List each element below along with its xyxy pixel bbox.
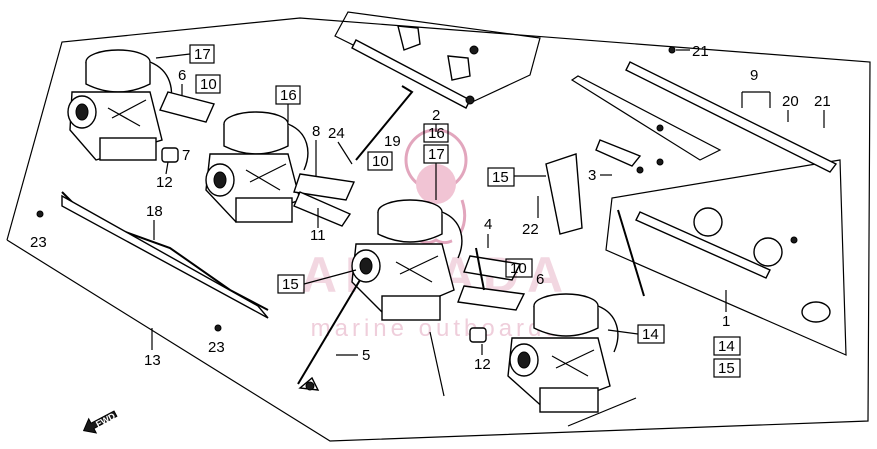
callout-21-b: 21 — [814, 93, 831, 110]
choke-link-panel — [570, 75, 722, 161]
callout-3: 3 — [588, 167, 596, 184]
callout-box — [423, 123, 449, 143]
carburetor-4 — [507, 293, 619, 413]
callout-5: 5 — [362, 347, 370, 364]
callout-11: 11 — [310, 227, 326, 244]
callout-12-a: 12 — [156, 174, 173, 191]
callout-14-a: 14 — [642, 326, 659, 343]
callout-12-b: 12 — [474, 356, 491, 373]
carburetor-1 — [67, 49, 173, 161]
callout-14-b: 14 — [718, 338, 735, 355]
callout-box — [195, 74, 221, 94]
callout-9: 9 — [750, 67, 758, 84]
callout-8: 8 — [312, 123, 320, 140]
callout-19: 19 — [384, 133, 401, 150]
callout-10-b: 10 — [372, 153, 389, 170]
callout-1: 1 — [722, 313, 730, 330]
callout-24: 24 — [328, 125, 345, 142]
callout-box — [367, 151, 393, 171]
fasteners — [305, 45, 798, 391]
callout-15-b: 15 — [282, 276, 299, 293]
callout-21-a: 21 — [692, 43, 709, 60]
callout-17-b: 17 — [428, 146, 445, 163]
callout-6-a: 6 — [178, 67, 186, 84]
callout-15-a: 15 — [492, 169, 509, 186]
callout-box — [487, 167, 515, 187]
callout-10-a: 10 — [200, 76, 217, 93]
carburetor-2 — [205, 111, 309, 223]
callout-6-b: 6 — [536, 271, 544, 288]
callout-10-c: 10 — [510, 260, 527, 277]
callout-17-a: 17 — [194, 46, 211, 63]
callout-box — [505, 258, 533, 278]
callout-13: 13 — [144, 352, 161, 369]
callout-15-c: 15 — [718, 360, 735, 377]
link-rod-panel — [605, 159, 847, 356]
callout-23-a: 23 — [30, 234, 47, 251]
fwd-arrow-icon — [82, 410, 118, 434]
diagram-frame — [6, 17, 871, 442]
callout-20: 20 — [782, 93, 799, 110]
callout-7: 7 — [182, 147, 190, 164]
callouts: 17 6 10 16 7 12 8 24 19 2 16 17 10 11 18… — [30, 43, 831, 378]
callout-16-b: 16 — [428, 125, 445, 142]
callout-22: 22 — [522, 221, 539, 238]
callout-18: 18 — [146, 203, 163, 220]
callout-23-b: 23 — [208, 339, 225, 356]
fwd-arrow: FWD — [82, 410, 118, 434]
callout-16-a: 16 — [280, 87, 297, 104]
callout-4: 4 — [484, 216, 492, 233]
link-assemblies — [61, 25, 838, 427]
callout-box — [713, 336, 741, 356]
carburetor-3 — [351, 199, 463, 321]
callout-2: 2 — [432, 107, 440, 124]
callout-box — [713, 358, 741, 378]
